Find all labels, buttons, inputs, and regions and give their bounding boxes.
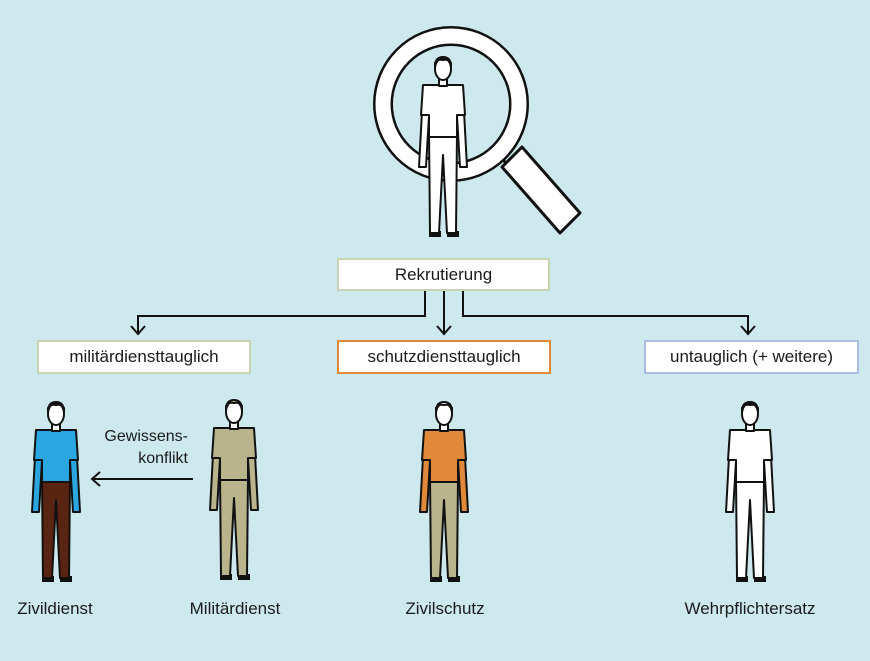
pants: [429, 477, 459, 579]
schutzdiensttauglich-box: schutzdiensttauglich: [337, 340, 551, 374]
militaerdiensttauglich-label: militärdiensttauglich: [69, 347, 219, 366]
outcome-zivildienst: Zivildienst: [17, 599, 93, 618]
outcome-militaerdienst: Militärdienst: [189, 599, 281, 618]
gewissenskonflikt-line2: konflikt: [138, 450, 188, 467]
zivildienst-person-figure: [31, 401, 81, 582]
militaerdienst-soldier-figure: [209, 399, 259, 580]
gewissenskonflikt-line1: Gewissens-: [104, 428, 188, 445]
pants: [735, 477, 765, 579]
hair: [435, 401, 453, 413]
untauglich-box: untauglich (+ weitere): [644, 340, 859, 374]
connector-lines: [90, 291, 756, 487]
hair: [741, 401, 759, 413]
pants: [41, 477, 71, 579]
outcome-zivilschutz: Zivilschutz: [405, 599, 485, 618]
militaerdiensttauglich-box: militärdiensttauglich: [37, 340, 251, 374]
schutzdiensttauglich-label: schutzdiensttauglich: [367, 347, 521, 366]
outcome-wehrpflichtersatz: Wehrpflichtersatz: [684, 599, 816, 618]
inspected-person-figure: [418, 56, 468, 237]
conscience-arrowhead: [90, 471, 101, 487]
hair: [434, 56, 452, 68]
connector-to-untauglich: [462, 291, 749, 333]
arrowhead-untauglich: [740, 325, 756, 336]
hair: [47, 401, 65, 413]
arrowhead-schutz: [436, 325, 452, 336]
zivilschutz-worker-figure: [419, 401, 469, 582]
pants: [428, 132, 458, 234]
rekrutierung-box: Rekrutierung: [337, 258, 550, 291]
rekrutierung-label: Rekrutierung: [394, 264, 493, 284]
hair: [225, 399, 243, 411]
arrowhead-militaer: [130, 325, 146, 336]
untauglich-label: untauglich (+ weitere): [669, 347, 833, 366]
connector-to-militaer: [137, 291, 426, 333]
gewissenskonflikt-note: Gewissens- konflikt: [84, 426, 188, 470]
wehrpflichtersatz-person-figure: [725, 401, 775, 582]
pants: [219, 475, 249, 577]
